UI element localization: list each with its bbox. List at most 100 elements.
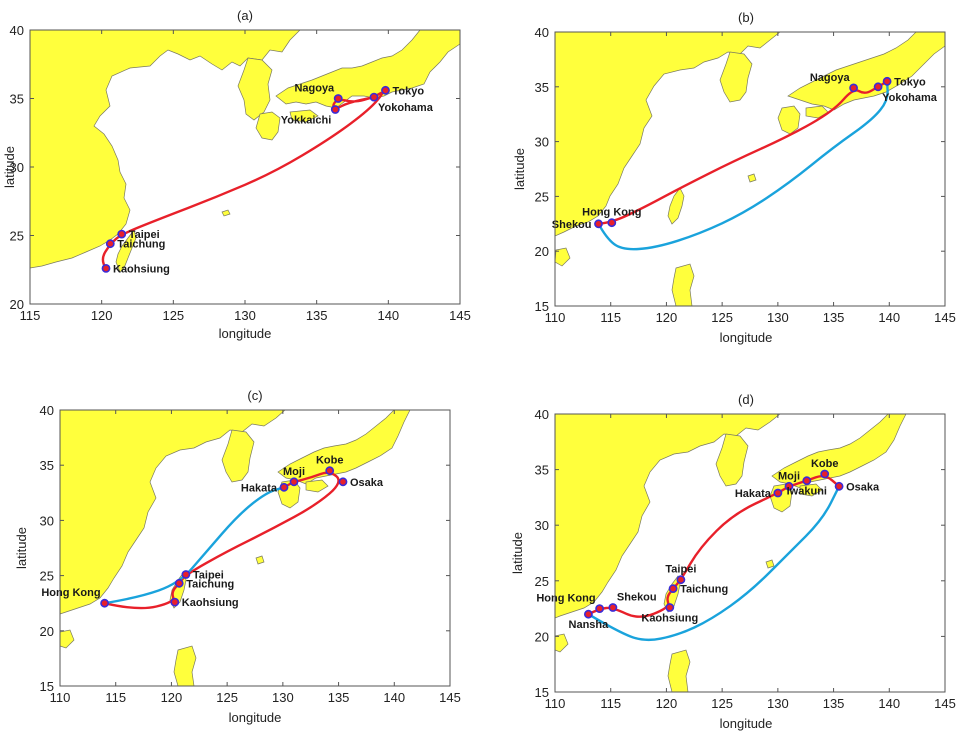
land-group xyxy=(30,30,460,273)
land-ryukyu xyxy=(221,209,231,217)
port-label: Hong Kong xyxy=(41,587,100,599)
x-axis-label: longitude xyxy=(229,710,282,725)
x-tick-label: 145 xyxy=(439,690,461,705)
port-label: Tokyo xyxy=(393,85,425,97)
x-tick-label: 135 xyxy=(823,310,845,325)
port-label: Taipei xyxy=(193,570,224,582)
port-label: Yokkaichi xyxy=(281,115,332,127)
y-tick-label: 20 xyxy=(535,629,549,644)
land-luzon xyxy=(667,649,691,692)
x-tick-label: 140 xyxy=(878,696,900,711)
x-tick-label: 135 xyxy=(823,696,845,711)
port-label: Hakata xyxy=(735,488,772,500)
port-marker xyxy=(584,609,593,619)
port-label: Hong Kong xyxy=(536,593,595,605)
land-china xyxy=(30,30,301,269)
port-marker xyxy=(333,94,343,103)
y-tick-label: 30 xyxy=(535,135,549,150)
x-tick-label: 125 xyxy=(162,308,184,323)
y-tick-label: 40 xyxy=(535,25,549,40)
port-kobe: Kobe xyxy=(811,458,838,479)
y-tick-label: 30 xyxy=(40,513,54,528)
y-tick-label: 20 xyxy=(10,297,24,312)
port-shekou: Shekou xyxy=(552,219,603,231)
port-taipei: Taipei xyxy=(665,564,696,585)
port-marker xyxy=(100,598,109,608)
red-route-0 xyxy=(103,471,340,610)
panel-a: TokyoYokohamaNagoyaYokkaichiTaipeiTaichu… xyxy=(2,8,471,341)
land-korea xyxy=(221,429,255,483)
panel-title: (a) xyxy=(237,8,253,23)
land-ryukyu xyxy=(765,559,775,569)
y-tick-label: 35 xyxy=(535,80,549,95)
port-osaka: Osaka xyxy=(338,477,384,489)
x-tick-label: 145 xyxy=(449,308,471,323)
x-axis-label: longitude xyxy=(219,326,272,341)
x-tick-label: 110 xyxy=(50,690,71,705)
port-taichung: Taichung xyxy=(105,239,165,251)
port-marker xyxy=(773,488,783,498)
port-marker xyxy=(595,604,604,613)
port-marker xyxy=(594,219,603,229)
y-axis-label: latitude xyxy=(14,527,29,569)
y-axis-label: latitude xyxy=(510,532,525,574)
land-group xyxy=(60,410,411,686)
y-tick-label: 35 xyxy=(10,92,24,107)
x-tick-label: 135 xyxy=(306,308,328,323)
port-marker xyxy=(802,476,812,486)
y-tick-label: 20 xyxy=(40,624,54,639)
y-tick-label: 35 xyxy=(535,463,549,478)
port-moji: Moji xyxy=(283,466,305,487)
port-marker xyxy=(174,578,184,588)
port-shekou: Shekou xyxy=(608,592,657,612)
port-marker xyxy=(181,570,191,579)
land-kyushu xyxy=(255,111,281,141)
port-label: Nagoya xyxy=(810,72,851,84)
port-label: Nansha xyxy=(569,619,610,631)
axes-box xyxy=(554,31,946,307)
x-tick-label: 120 xyxy=(161,690,183,705)
port-taipei: Taipei xyxy=(117,229,160,241)
x-tick-label: 125 xyxy=(216,690,238,705)
routes xyxy=(587,475,841,642)
port-taichung: Taichung xyxy=(174,578,234,590)
port-yokkaichi: Yokkaichi xyxy=(281,105,340,127)
port-marker xyxy=(608,603,618,612)
port-marker xyxy=(849,83,858,93)
routes xyxy=(103,471,340,610)
ports: TokyoYokohamaNagoyaYokkaichiTaipeiTaichu… xyxy=(101,83,434,275)
port-iwakuni: Iwakuni xyxy=(787,476,827,498)
port-taichung: Taichung xyxy=(668,584,728,596)
land-taiwan xyxy=(115,229,137,273)
y-tick-label: 25 xyxy=(535,189,549,204)
x-tick-label: 130 xyxy=(234,308,256,323)
port-label: Kaohsiung xyxy=(641,613,698,625)
port-marker xyxy=(330,105,340,114)
port-hong-kong: Hong Kong xyxy=(536,593,604,613)
x-tick-label: 140 xyxy=(377,308,399,323)
land-shikoku xyxy=(305,479,329,493)
y-tick-label: 25 xyxy=(40,569,54,584)
red-route-0 xyxy=(597,80,889,225)
y-tick-label: 30 xyxy=(535,518,549,533)
land-group xyxy=(555,32,945,306)
land-korea xyxy=(237,57,273,121)
x-tick-label: 145 xyxy=(934,696,956,711)
x-tick-label: 120 xyxy=(656,310,678,325)
land-group xyxy=(555,414,907,692)
x-tick-label: 120 xyxy=(656,696,678,711)
port-hong-kong: Hong Kong xyxy=(41,587,109,608)
port-kobe: Kobe xyxy=(316,455,343,476)
land-japan xyxy=(787,32,945,111)
port-yokohama: Yokohama xyxy=(873,82,938,104)
x-tick-label: 110 xyxy=(545,696,566,711)
port-kaohsiung: Kaohsiung xyxy=(170,597,239,609)
port-label: Taichung xyxy=(186,578,234,590)
port-marker xyxy=(289,477,299,487)
